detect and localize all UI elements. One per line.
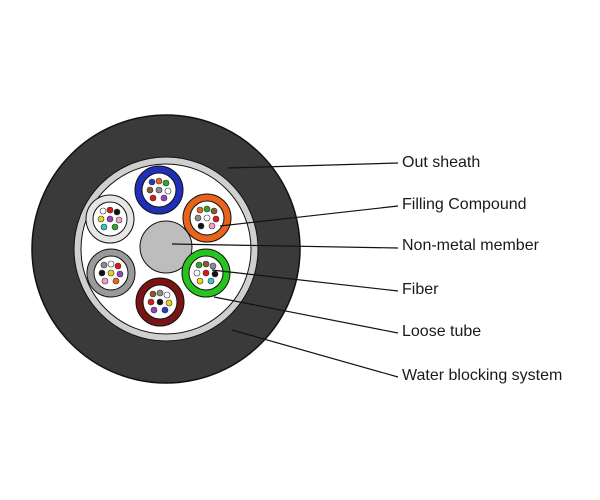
fiber-dot-icon <box>114 262 122 270</box>
fiber-dot-icon <box>156 289 164 297</box>
label-water-blocking-system: Water blocking system <box>402 367 563 384</box>
fiber-dot-icon <box>149 290 157 298</box>
fiber-dot-icon <box>146 186 154 194</box>
fiber-dot-icon <box>160 194 168 202</box>
fiber-dot-icon <box>107 260 115 268</box>
fiber-dot-icon <box>165 299 173 307</box>
loose-tube-grey <box>86 248 136 298</box>
fiber-dot-icon <box>155 186 163 194</box>
label-out-sheath: Out sheath <box>402 154 481 171</box>
fiber-dot-icon <box>162 179 170 187</box>
leader-filling-compound <box>219 205 399 227</box>
leader-out-sheath <box>227 162 399 169</box>
loose-tube-brown <box>135 277 185 327</box>
fiber-dot-icon <box>100 261 108 269</box>
fiber-dot-icon <box>208 222 216 230</box>
fiber-dot-icon <box>111 223 119 231</box>
fiber-dot-icon <box>98 269 106 277</box>
fiber-dot-icon <box>148 178 156 186</box>
leader-water-blocking-system <box>231 329 399 378</box>
fiber-dot-icon <box>203 214 211 222</box>
fiber-dot-icon <box>163 291 171 299</box>
non-metal-central-member <box>139 220 193 274</box>
fiber-dot-icon <box>209 262 217 270</box>
loose-tubes-group <box>85 165 232 327</box>
fiber-dot-icon <box>97 215 105 223</box>
fiber-dot-icon <box>149 194 157 202</box>
fiber-dot-icon <box>207 277 215 285</box>
fiber-dot-icon <box>113 208 121 216</box>
fiber-dot-icon <box>195 261 203 269</box>
fiber-dot-icon <box>212 215 220 223</box>
loose-tube-blue <box>134 165 184 215</box>
fiber-dot-icon <box>155 177 163 185</box>
fiber-dot-icon <box>203 205 211 213</box>
fiber-dot-icon <box>106 206 114 214</box>
label-non-metal-member: Non-metal member <box>402 237 539 254</box>
fiber-dot-icon <box>164 187 172 195</box>
fiber-dot-icon <box>211 270 219 278</box>
loose-tube-green <box>181 248 231 298</box>
label-loose-tube: Loose tube <box>402 323 482 340</box>
fiber-dot-icon <box>194 214 202 222</box>
fiber-dot-icon <box>196 277 204 285</box>
leader-non-metal-member <box>171 243 399 249</box>
fiber-dot-icon <box>161 306 169 314</box>
leader-lines-group <box>171 162 399 378</box>
fiber-dot-icon <box>197 222 205 230</box>
fiber-dot-icon <box>101 277 109 285</box>
label-filling-compound: Filling Compound <box>402 196 527 213</box>
fiber-dot-icon <box>115 216 123 224</box>
fiber-dot-icon <box>99 207 107 215</box>
fiber-dot-icon <box>100 223 108 231</box>
fiber-dot-icon <box>202 260 210 268</box>
fiber-dot-icon <box>193 269 201 277</box>
fiber-dot-icon <box>147 298 155 306</box>
fiber-dot-icon <box>106 215 114 223</box>
loose-tube-white <box>85 194 135 244</box>
fiber-dot-icon <box>107 269 115 277</box>
fiber-dot-icon <box>196 206 204 214</box>
fiber-dot-icon <box>210 207 218 215</box>
loose-tube-orange <box>182 193 232 243</box>
leader-fiber <box>211 269 399 292</box>
fiber-dot-icon <box>116 270 124 278</box>
leader-loose-tube <box>213 296 399 334</box>
label-fiber: Fiber <box>402 281 439 298</box>
fiber-dot-icon <box>112 277 120 285</box>
fiber-dot-icon <box>156 298 164 306</box>
fiber-dot-icon <box>150 306 158 314</box>
fiber-dot-icon <box>202 269 210 277</box>
